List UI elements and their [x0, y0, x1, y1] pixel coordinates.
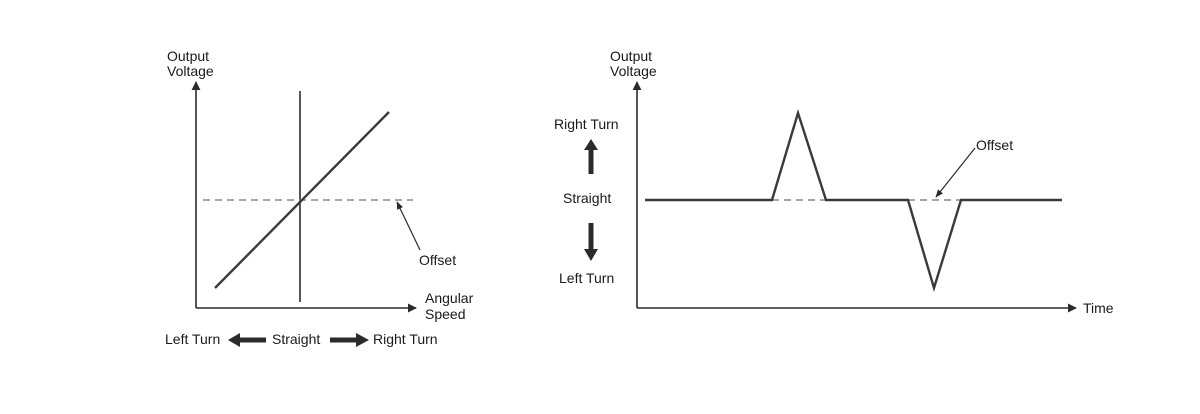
right-offset-leader [935, 147, 976, 198]
left-y-axis-label-line1: Output [167, 48, 209, 64]
left-graph: Output Voltage Angular Speed Offset Left… [165, 48, 474, 347]
left-characteristic-line [214, 111, 390, 289]
left-offset-label: Offset [419, 252, 456, 268]
left-x-axis-label-line1: Angular [425, 290, 474, 306]
left-scale-right-turn: Right Turn [373, 331, 438, 347]
down-arrow-icon [584, 223, 598, 261]
left-scale-straight: Straight [272, 331, 320, 347]
right-arrow-icon [330, 333, 369, 347]
right-scale-right-turn: Right Turn [554, 116, 619, 132]
right-graph: Output Voltage Time Offset Right Turn St… [554, 48, 1114, 316]
right-x-axis-label: Time [1083, 300, 1114, 316]
left-offset-leader [396, 201, 421, 251]
left-x-axis-label-line2: Speed [425, 306, 465, 322]
right-scale-left-turn: Left Turn [559, 270, 614, 286]
right-scale-straight: Straight [563, 190, 611, 206]
left-arrow-icon [228, 333, 266, 347]
up-arrow-icon [584, 139, 598, 174]
right-y-axis-label-line2: Voltage [610, 63, 657, 79]
left-y-axis-label-line2: Voltage [167, 63, 214, 79]
right-offset-label: Offset [976, 137, 1013, 153]
left-scale-left-turn: Left Turn [165, 331, 220, 347]
right-output-signal [645, 108, 1062, 293]
right-y-axis-label-line1: Output [610, 48, 652, 64]
